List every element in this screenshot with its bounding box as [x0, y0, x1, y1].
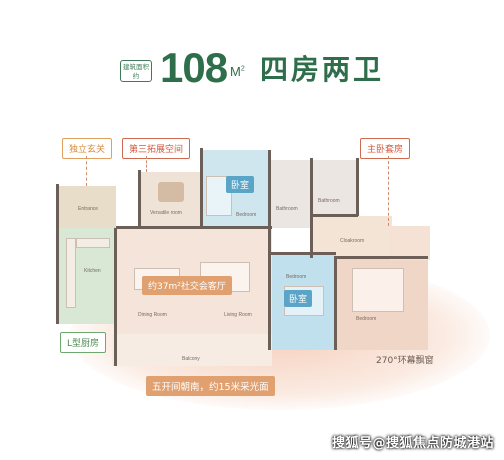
area-value: 108 — [160, 44, 228, 91]
balcony-label: Balcony — [182, 356, 200, 362]
wall — [116, 226, 272, 229]
tag-bedroom-top: 卧室 — [226, 176, 255, 193]
callout-bay-window: 270°环幕飘窗 — [376, 356, 434, 366]
cloakroom — [312, 216, 392, 258]
watermark: 搜狐号@搜狐焦点防城港站 — [331, 436, 494, 451]
leader-line — [146, 156, 147, 172]
bathroom-a — [270, 160, 310, 228]
bed-top — [206, 176, 232, 216]
title-row: 建筑面积约 108 M2 四房两卫 — [0, 38, 504, 98]
callout-south-facing: 五开间朝南，约15米采光面 — [146, 376, 275, 396]
bay-window — [390, 226, 430, 260]
wall — [310, 158, 313, 258]
kitchen-label: Kitchen — [84, 268, 101, 274]
wall — [138, 170, 141, 228]
entrance-room — [58, 186, 116, 228]
armchair — [158, 182, 184, 202]
leader-line — [388, 156, 389, 226]
area-tag: 建筑面积约 — [120, 60, 152, 82]
kitchen-counter-top — [76, 238, 110, 248]
wall — [356, 158, 359, 216]
bedroom-a-label: Bedroom — [236, 212, 257, 218]
area-unit: M2 — [230, 64, 245, 79]
bathroom-a-label: Bathroom — [276, 206, 298, 212]
callout-independent-entrance: 独立玄关 — [62, 138, 113, 159]
wall — [200, 148, 203, 228]
callout-l-kitchen: L型厨房 — [60, 332, 107, 353]
leader-line — [86, 156, 87, 186]
cloakroom-label: Cloakroom — [340, 238, 365, 244]
wall — [334, 256, 337, 350]
entrance-label: Entrance — [78, 206, 99, 212]
living-label: Living Room — [224, 312, 252, 318]
callout-living-room: 约37m²社交会客厅 — [142, 276, 232, 295]
versatile-label: Versatile room — [150, 210, 182, 216]
bathroom-b — [312, 160, 358, 216]
balcony — [112, 334, 272, 366]
tag-bedroom-mid: 卧室 — [284, 290, 313, 307]
wall — [270, 252, 336, 255]
wall — [268, 150, 271, 350]
kitchen-counter — [66, 238, 76, 308]
dining-label: Dining Room — [138, 312, 167, 318]
wall — [56, 184, 59, 324]
wall — [114, 228, 117, 366]
master-bed — [352, 268, 404, 312]
wall — [336, 256, 428, 259]
bathroom-b-label: Bathroom — [318, 198, 340, 204]
callout-master-suite: 主卧套房 — [360, 138, 411, 159]
wall — [312, 214, 358, 217]
layout-name: 四房两卫 — [260, 53, 385, 86]
bedroom-b-label: Bedroom — [286, 274, 307, 280]
callout-third-expansion: 第三拓展空间 — [122, 138, 191, 159]
bedroom-c-label: Bedroom — [356, 316, 377, 322]
